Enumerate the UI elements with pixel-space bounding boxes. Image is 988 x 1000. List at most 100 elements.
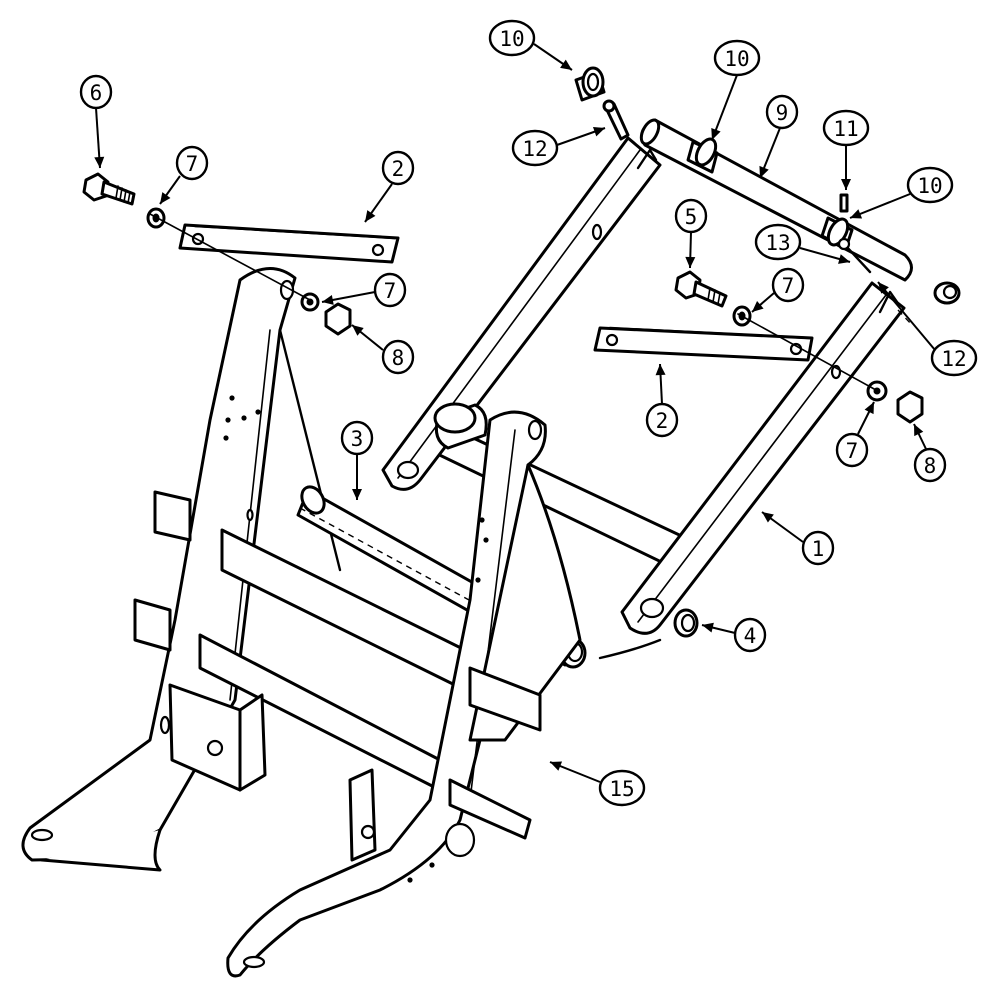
callout-ring	[822, 109, 870, 147]
callout-10: 10	[488, 19, 573, 71]
callout-label: 7	[846, 439, 859, 463]
callout-7: 7	[159, 145, 209, 205]
callout-ring	[906, 166, 954, 204]
upper-link-right	[593, 326, 814, 362]
callout-ring	[930, 339, 978, 377]
callout-label: 3	[351, 427, 364, 451]
clevis-pin-top	[602, 99, 630, 141]
callout-15: 15	[549, 761, 646, 807]
callout-ring	[598, 769, 646, 807]
rear-arm-assembly	[381, 136, 913, 635]
leader-arrowhead	[655, 364, 666, 376]
callout-ring	[381, 150, 415, 186]
callout-ring	[713, 39, 761, 77]
callout-ring	[79, 74, 113, 110]
callout-ring	[835, 432, 869, 468]
callout-1: 1	[761, 511, 835, 566]
left-lift-arm	[381, 136, 662, 491]
callout-label: 12	[522, 137, 547, 161]
callout-label: 6	[90, 81, 103, 105]
callout-label: 1	[812, 537, 825, 561]
callout-7: 7	[751, 267, 805, 313]
leader-arrowhead	[850, 209, 863, 219]
upper-cross-member	[153, 490, 192, 542]
callout-label: 5	[685, 205, 698, 229]
side-plate	[468, 463, 582, 742]
callout-ring	[913, 447, 947, 483]
callout-label: 2	[392, 157, 405, 181]
callout-label: 7	[186, 152, 199, 176]
upper-link-left	[178, 223, 400, 264]
callout-ring	[381, 339, 415, 375]
callout-label: 11	[833, 117, 858, 141]
callout-2: 2	[645, 363, 679, 438]
callout-ring	[645, 402, 679, 438]
callout-9: 9	[759, 94, 799, 179]
snap-ring	[673, 608, 699, 638]
leader-arrowhead	[160, 192, 171, 204]
mount-bracket-right	[348, 768, 377, 862]
nut-8b	[896, 390, 924, 424]
callout-label: 7	[782, 274, 795, 298]
callout-label: 12	[941, 347, 966, 371]
callout-5: 5	[674, 198, 708, 269]
leader-arrowhead	[914, 424, 924, 437]
callout-ring	[340, 420, 374, 456]
callout-10: 10	[711, 39, 761, 141]
leader-arrowhead	[550, 761, 563, 771]
leader-arrowhead	[759, 165, 769, 178]
callout-label: 9	[776, 101, 789, 125]
callout-label: 7	[384, 279, 397, 303]
washer-7d	[866, 380, 888, 402]
leader-arrowhead	[752, 301, 764, 312]
callout-ring	[765, 94, 799, 130]
leader-arrowhead	[592, 126, 605, 137]
callout-ring	[733, 617, 767, 653]
callout-6: 6	[79, 74, 113, 169]
leader-arrowhead	[702, 622, 714, 633]
leader-arrowhead	[838, 254, 850, 264]
leader-arrowhead	[711, 127, 721, 140]
callout-13: 13	[754, 223, 851, 264]
collar-right	[933, 281, 961, 305]
callout-label: 10	[499, 27, 524, 51]
callout-label: 10	[917, 174, 942, 198]
callout-label: 8	[924, 454, 937, 478]
nut-8a	[324, 302, 352, 336]
callout-ring	[373, 272, 407, 308]
callout-12: 12	[511, 126, 606, 167]
leader-arrowhead	[864, 402, 874, 415]
shaft-assembly	[639, 118, 913, 282]
leader-arrowhead	[685, 256, 696, 268]
leader-arrowhead	[878, 282, 889, 294]
callout-4: 4	[701, 617, 767, 653]
callout-7: 7	[321, 272, 407, 308]
callout-2: 2	[364, 150, 415, 223]
callout-ring	[511, 129, 559, 167]
collar-top	[574, 66, 606, 102]
callout-ring	[754, 223, 802, 261]
leader-line	[711, 74, 738, 141]
bolt-6	[82, 172, 136, 206]
callout-ring	[801, 530, 835, 566]
callout-11: 11	[822, 109, 870, 190]
leader-arrowhead	[762, 512, 774, 523]
callout-7: 7	[835, 401, 875, 468]
loader-frame	[21, 267, 587, 978]
callout-label: 13	[765, 231, 790, 255]
callout-8: 8	[351, 324, 415, 375]
callout-ring	[488, 19, 536, 57]
callout-3: 3	[340, 420, 374, 500]
leader-line	[877, 281, 936, 351]
callout-label: 8	[392, 346, 405, 370]
callout-10: 10	[849, 166, 954, 219]
leader-arrowhead	[365, 210, 376, 222]
bolt-5	[674, 270, 728, 308]
leader-arrowhead	[94, 156, 105, 168]
callout-8: 8	[913, 423, 947, 483]
callout-label: 2	[656, 409, 669, 433]
leader-arrowhead	[322, 295, 334, 305]
leader-arrowhead	[841, 179, 851, 190]
